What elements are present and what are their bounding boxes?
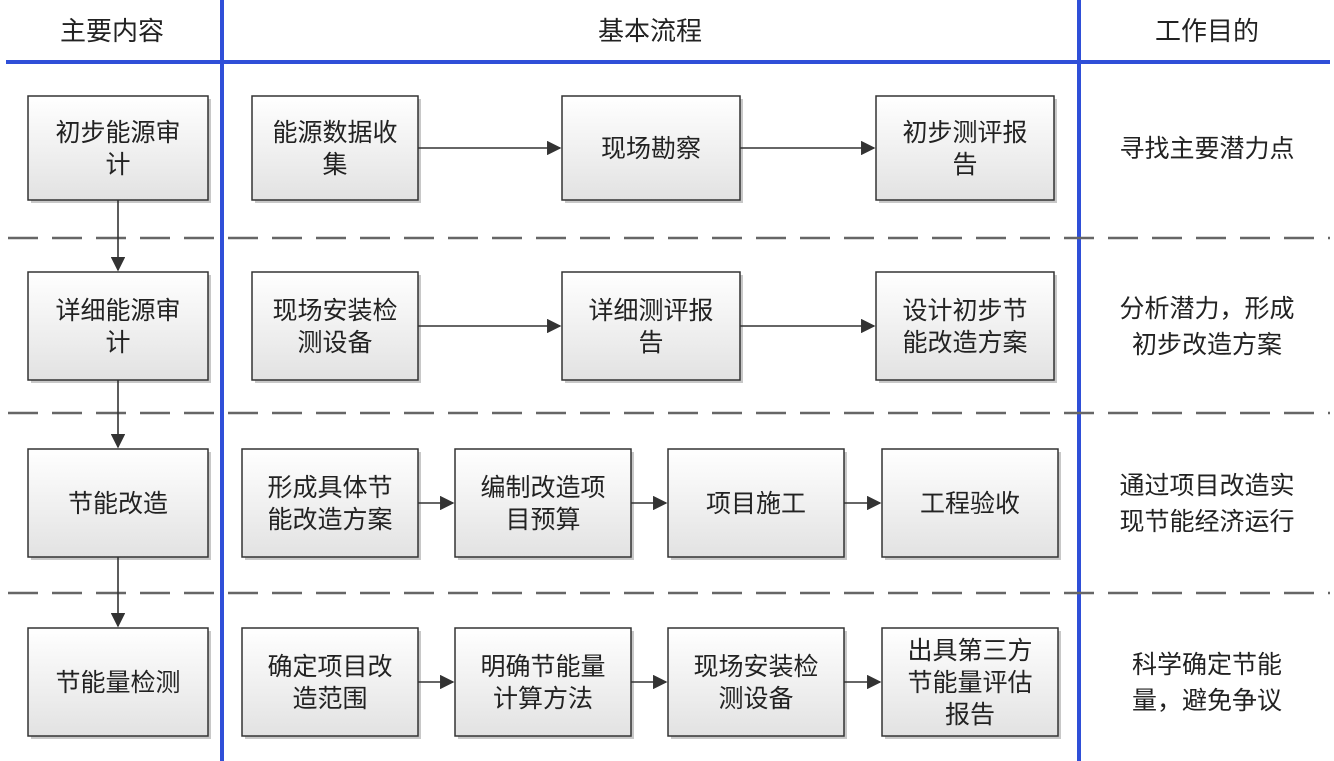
header-main-content: 主要内容 — [60, 17, 164, 47]
step-box-4-3-line-1: 现场安装检 — [693, 652, 818, 681]
step-box-2-1-line-2: 测设备 — [297, 328, 372, 357]
goal-text-1: 寻找主要潜力点 — [1119, 134, 1294, 163]
header-work-goal: 工作目的 — [1155, 17, 1259, 47]
step-box-2-3-line-1: 设计初步节 — [902, 296, 1027, 325]
step-box-3-3-line-1: 项目施工 — [706, 489, 806, 518]
goal-text-4-line-2: 量，避免争议 — [1132, 686, 1282, 715]
step-box-1-2: 现场勘察 — [561, 95, 743, 203]
stage-box-1-line-2: 计 — [105, 150, 130, 179]
goal-text-2-line-2: 初步改造方案 — [1132, 330, 1282, 359]
step-box-1-3-line-1: 初步测评报 — [902, 118, 1027, 147]
step-box-2-3-line-2: 能改造方案 — [902, 328, 1027, 357]
step-box-4-1-line-2: 造范围 — [292, 684, 367, 713]
goal-text-4-line-1: 科学确定节能 — [1132, 650, 1282, 679]
stage-box-4-rect — [27, 627, 209, 737]
stage-box-3: 节能改造 — [27, 448, 211, 560]
stage-box-2-line-2: 计 — [105, 328, 130, 357]
step-box-4-2-line-2: 计算方法 — [493, 684, 593, 713]
step-box-2-2-line-2: 告 — [638, 328, 663, 357]
step-box-4-4-line-2: 节能量评估 — [907, 668, 1032, 697]
step-box-4-3-line-2: 测设备 — [718, 684, 793, 713]
goal-text-1-line-1: 寻找主要潜力点 — [1119, 134, 1294, 163]
step-box-3-4-rect — [881, 448, 1059, 558]
stage-box-2-line-1: 详细能源审 — [55, 296, 180, 325]
step-box-2-2-line-1: 详细测评报 — [588, 296, 713, 325]
step-box-3-1-line-2: 能改造方案 — [267, 505, 392, 534]
step-box-1-1-rect — [251, 95, 419, 201]
step-box-4-4-line-1: 出具第三方 — [907, 636, 1032, 665]
goal-text-3-line-2: 现节能经济运行 — [1119, 507, 1294, 536]
step-box-3-2-line-1: 编制改造项 — [480, 473, 605, 502]
step-box-3-2-line-2: 目预算 — [505, 505, 580, 534]
step-box-2-1-rect — [251, 271, 419, 381]
step-box-1-3-line-2: 告 — [952, 150, 977, 179]
step-box-4-2-line-1: 明确节能量 — [480, 652, 605, 681]
step-box-4-1-rect — [241, 627, 419, 737]
stage-box-4: 节能量检测 — [27, 627, 211, 739]
step-box-4-1-line-1: 确定项目改 — [267, 652, 392, 681]
step-box-4-4-rect — [881, 627, 1059, 737]
step-box-4-3-rect — [667, 627, 845, 737]
goal-text-2-line-1: 分析潜力，形成 — [1119, 294, 1294, 323]
step-box-4-2-rect — [454, 627, 632, 737]
step-box-3-1-line-1: 形成具体节 — [267, 473, 392, 502]
step-box-1-2-rect — [561, 95, 741, 201]
stage-box-1-rect — [27, 95, 209, 201]
goal-text-3-line-1: 通过项目改造实 — [1119, 471, 1294, 500]
step-box-4-4-line-3: 报告 — [945, 700, 995, 729]
header-basic-process: 基本流程 — [598, 17, 702, 47]
stage-box-4-line-1: 节能量检测 — [55, 668, 180, 697]
step-box-2-2-rect — [561, 271, 741, 381]
row-separators — [8, 236, 1330, 595]
step-box-3-4-line-1: 工程验收 — [920, 489, 1020, 518]
step-box-2-1-line-1: 现场安装检 — [272, 296, 397, 325]
step-box-2-3-rect — [875, 271, 1055, 381]
step-box-1-3-rect — [875, 95, 1055, 201]
step-box-1-1-line-2: 集 — [322, 150, 347, 179]
stage-box-1-line-1: 初步能源审 — [55, 118, 180, 147]
stage-box-3-rect — [27, 448, 209, 558]
step-box-1-1-line-1: 能源数据收 — [272, 118, 397, 147]
stage-box-3-line-1: 节能改造 — [68, 489, 168, 518]
step-box-3-4: 工程验收 — [881, 448, 1061, 560]
step-box-3-2-rect — [454, 448, 632, 558]
step-box-3-3: 项目施工 — [667, 448, 847, 560]
stage-box-2-rect — [27, 271, 209, 381]
step-box-3-1-rect — [241, 448, 419, 558]
step-box-1-2-line-1: 现场勘察 — [601, 134, 701, 163]
